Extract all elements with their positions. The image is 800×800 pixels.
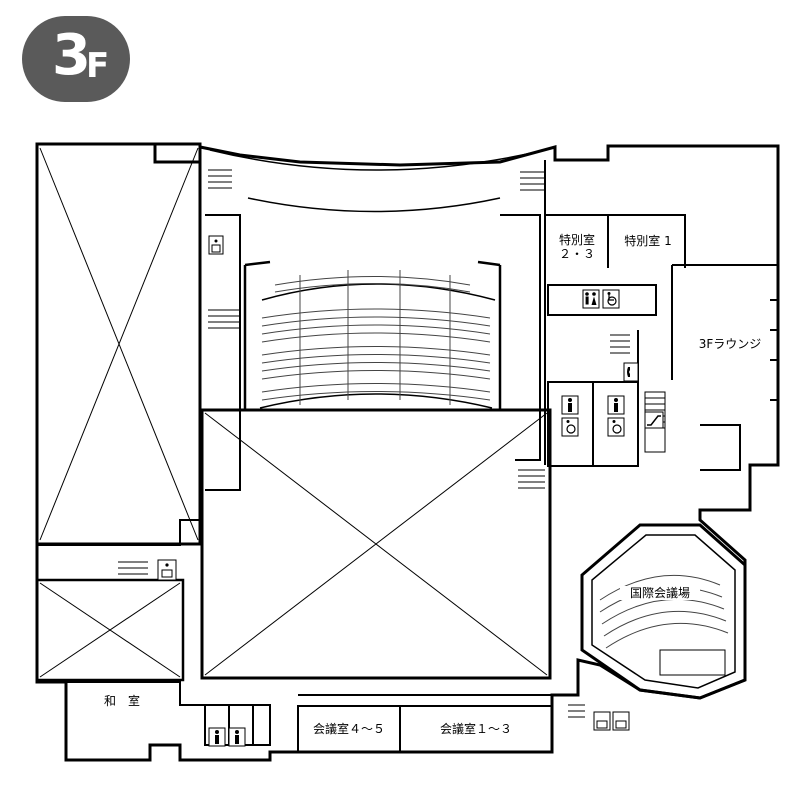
wheelchair-icon — [607, 417, 625, 437]
male-restroom-icon — [561, 395, 579, 415]
wheelchair-icon — [561, 417, 579, 437]
floor-badge: 3 F — [22, 16, 130, 102]
floor-unit: F — [86, 46, 110, 86]
left-corridor — [37, 160, 241, 546]
room-label-special-2-3: 特別室 ２・３ — [552, 233, 602, 261]
main-hall-seating — [261, 270, 491, 405]
japanese-room-area — [66, 681, 271, 746]
restroom-block — [547, 284, 657, 467]
meeting-rooms — [297, 694, 553, 753]
top-gallery — [209, 149, 546, 213]
room-label-meeting-1-3: 会議室１～３ — [439, 722, 512, 736]
room-label-special-2-3-line2: ２・３ — [558, 247, 595, 261]
lower-left-void — [35, 578, 185, 682]
lounge-room — [671, 264, 778, 471]
intl-conference-hall — [580, 523, 747, 700]
male-restroom-icon — [228, 727, 246, 747]
escalator-icon — [644, 411, 664, 429]
floor-number: 3 — [52, 23, 91, 88]
left-stairs — [118, 169, 240, 575]
wheelchair-icon — [602, 289, 620, 309]
elevator-icon — [612, 711, 630, 731]
restroom-icon — [582, 289, 600, 309]
male-restroom-icon — [607, 395, 625, 415]
male-restroom-icon — [208, 727, 226, 747]
elevator-icon — [157, 559, 177, 581]
main-hall-void — [200, 408, 552, 680]
elevator-icon — [208, 235, 224, 255]
auditorium-wall — [243, 260, 502, 410]
room-label-japanese-room: 和 室 — [103, 694, 140, 708]
right-corridor — [500, 160, 686, 465]
room-label-intl-conference: 国際会議場 — [620, 586, 700, 600]
elevator-icon — [593, 711, 611, 731]
left-void — [35, 142, 202, 546]
room-label-meeting-4-5: 会議室４～５ — [312, 722, 385, 736]
room-label-special-1: 特別室 1 — [624, 234, 672, 248]
right-stairs — [518, 171, 630, 718]
room-label-special-2-3-line1: 特別室 — [558, 233, 595, 247]
balcony-rail — [259, 283, 496, 409]
telephone-icon — [623, 362, 639, 382]
room-label-lounge: 3Fラウンジ — [698, 337, 762, 351]
